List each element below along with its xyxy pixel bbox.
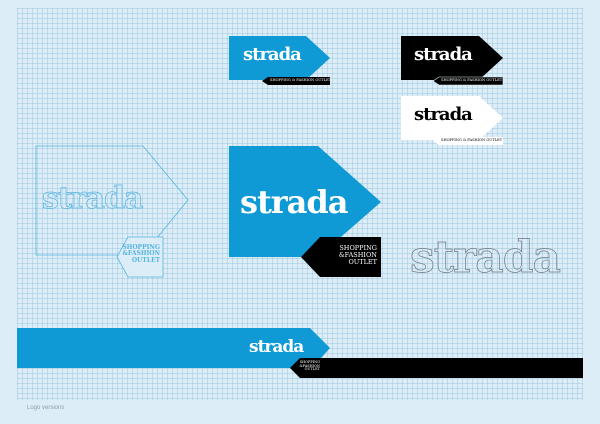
tagline-line: SHOPPING — [339, 244, 377, 252]
wordmark: strada — [42, 181, 144, 216]
wordmark-outline-grey: strada — [410, 232, 562, 283]
tagline-line: &FASHION — [338, 251, 377, 260]
caption: Logo versions — [27, 405, 65, 411]
wordmark: strada — [414, 104, 473, 125]
tagline-stack: SHOPPING &FASHION OUTLET — [122, 244, 161, 264]
tagline: SHOPPING & FASHION OUTLET — [441, 78, 503, 82]
wordmark: strada — [414, 44, 473, 65]
tagline-line: &FASHION — [122, 250, 161, 258]
tagline-stack: SHOPPING &FASHION OUTLET — [298, 360, 320, 372]
wordmark: strada — [243, 44, 302, 65]
tagline-line: SHOPPING — [299, 360, 320, 364]
tagline-line: &FASHION — [299, 363, 320, 368]
wordmark: strada — [240, 183, 348, 221]
tagline: SHOPPING & FASHION OUTLET — [270, 78, 332, 82]
tagline-line: OUTLET — [131, 256, 160, 264]
tagline-line: SHOPPING — [122, 244, 160, 251]
tagline: SHOPPING & FASHION OUTLET — [441, 138, 503, 142]
tagline-line: OUTLET — [304, 367, 320, 372]
wordmark: strada — [249, 337, 304, 357]
tagline-line: OUTLET — [348, 258, 377, 267]
tagline-stack: SHOPPING &FASHION OUTLET — [318, 244, 377, 267]
